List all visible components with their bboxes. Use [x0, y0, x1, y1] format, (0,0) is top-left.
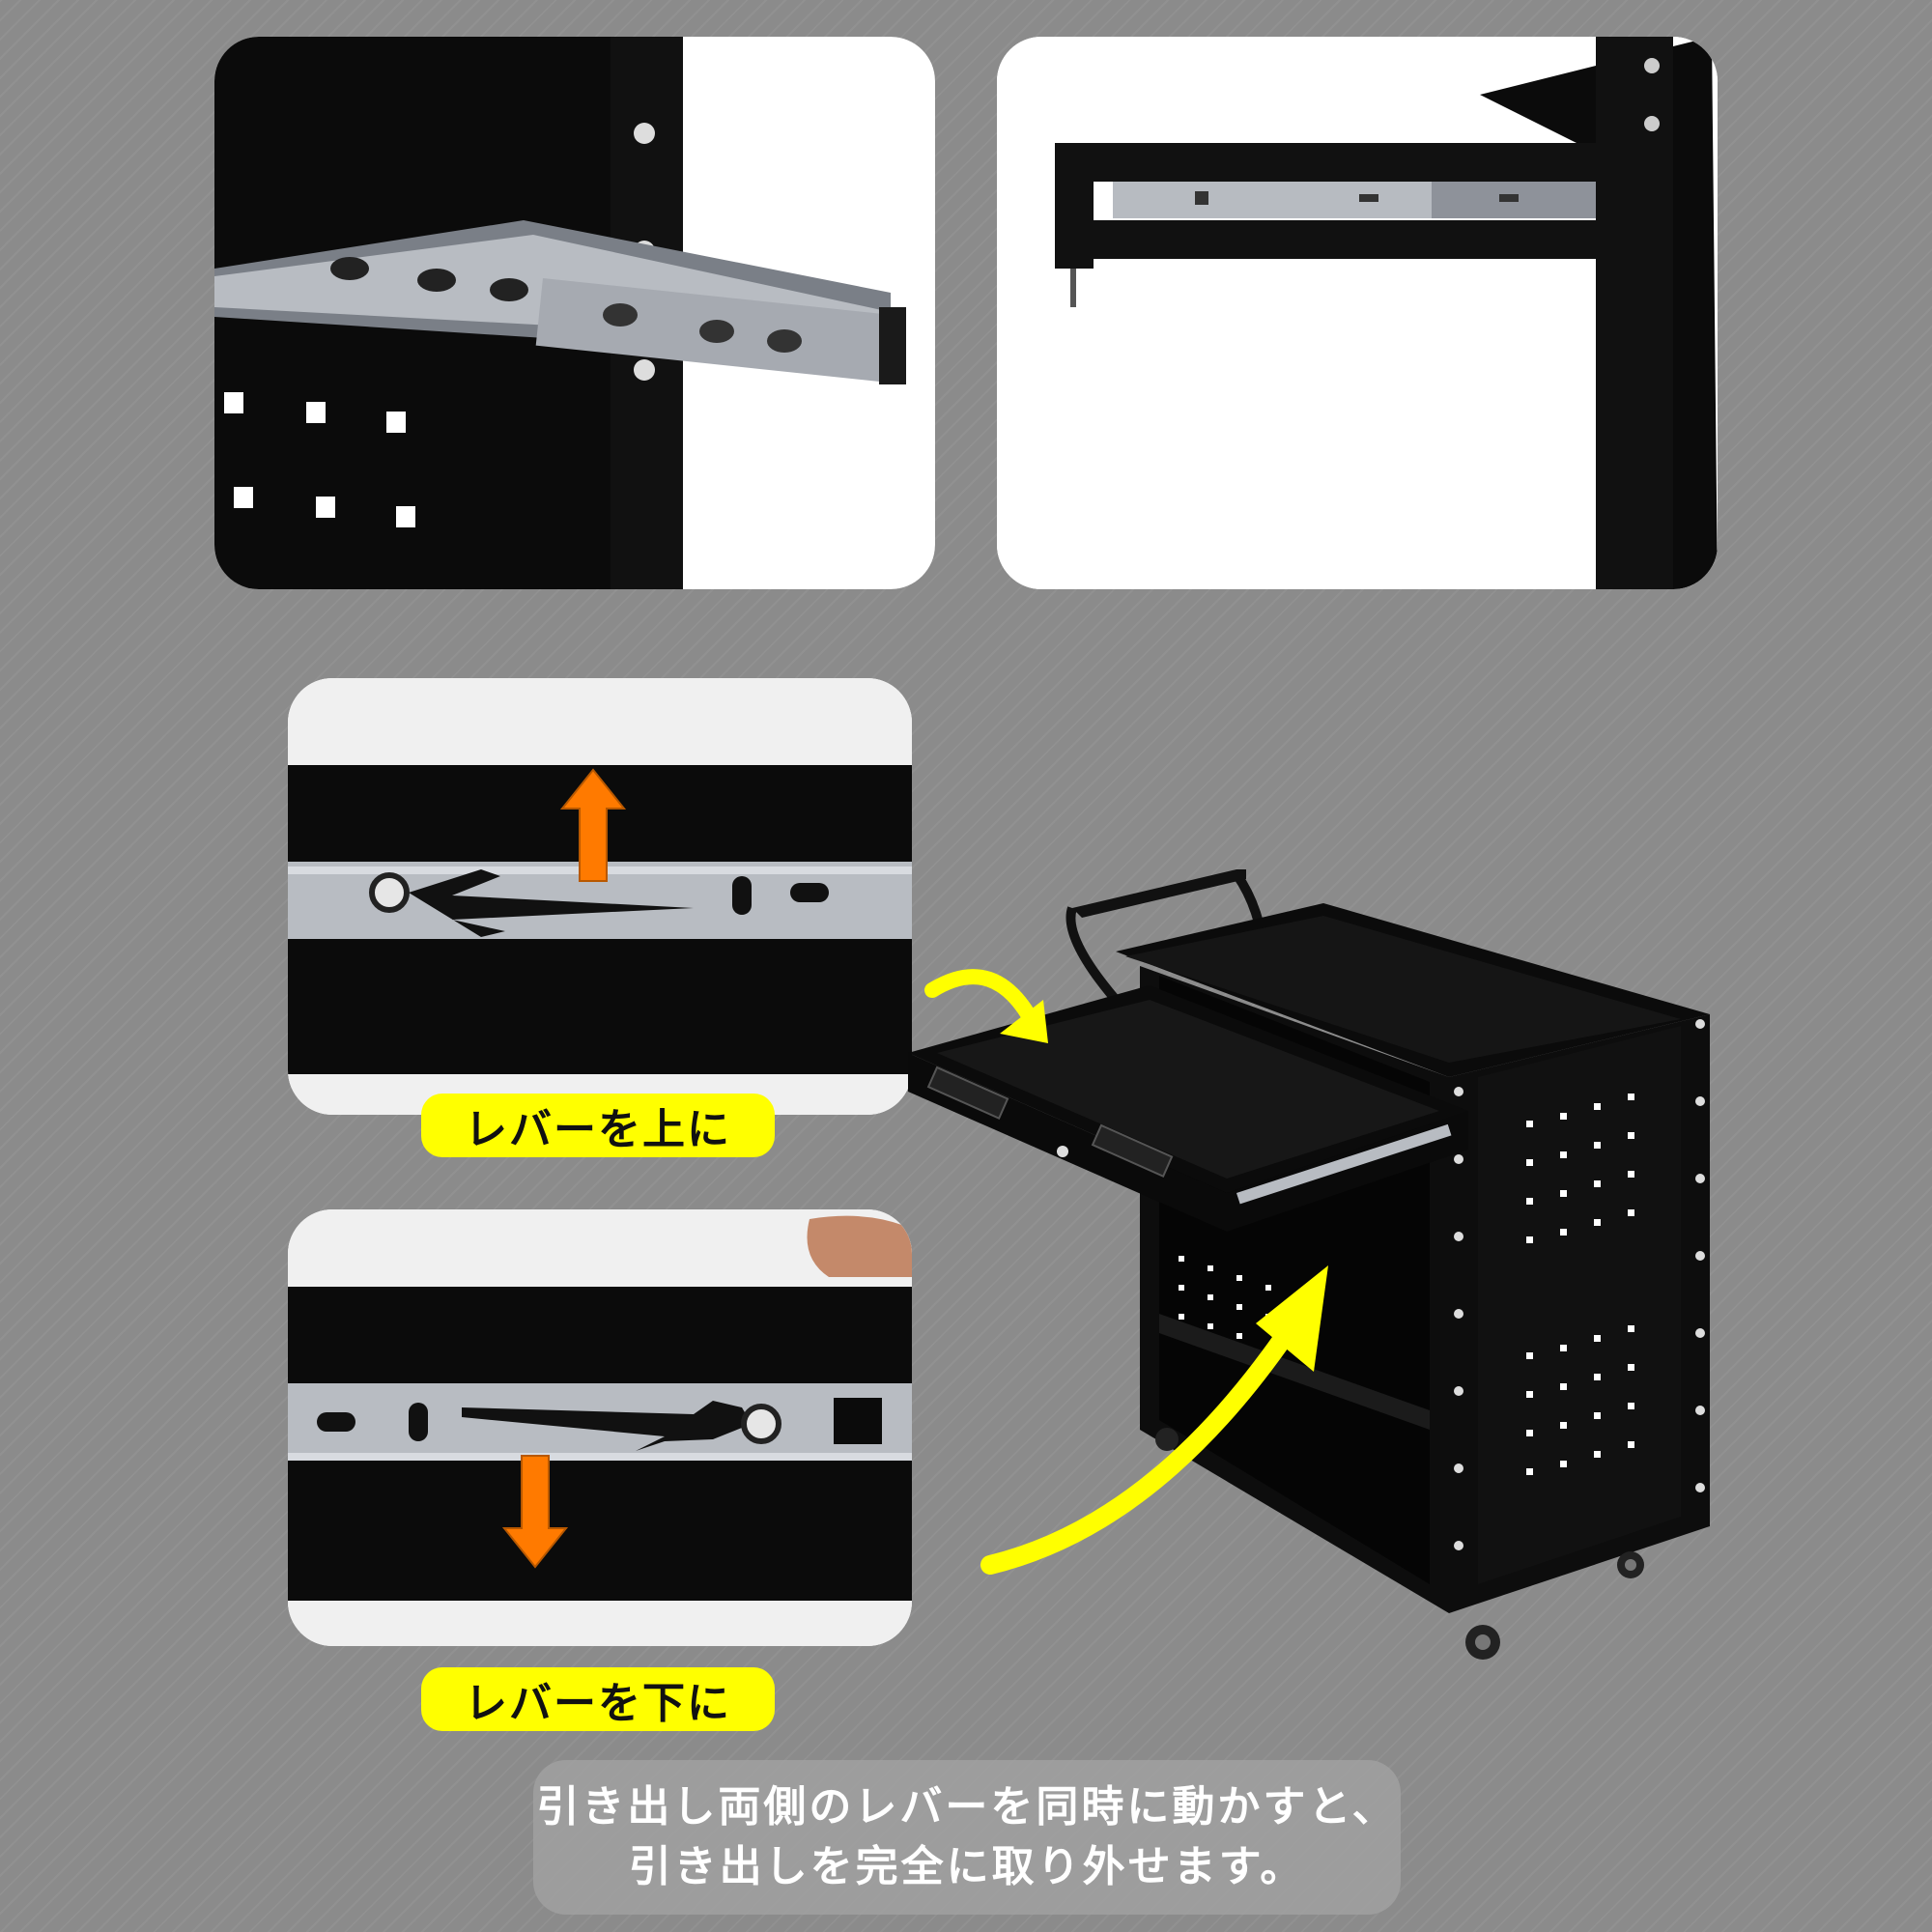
orange-down-arrow-icon	[501, 1455, 569, 1569]
slide-rail-closeup-illustration	[214, 37, 935, 589]
orange-up-arrow-icon	[559, 768, 627, 882]
instruction-caption: 引き出し両側のレバーを同時に動かすと、 引き出しを完全に取り外せます。	[533, 1760, 1401, 1915]
lever-up-illustration	[288, 678, 912, 1115]
tool-cart-illustration	[908, 850, 1719, 1700]
photo-drawer-extended	[997, 37, 1718, 589]
tool-cart-drawing	[908, 869, 1710, 1660]
lever-up-label: レバーを上に	[421, 1094, 775, 1157]
photo-lever-down	[288, 1209, 912, 1646]
drawer-extended-illustration	[997, 37, 1718, 589]
lever-down-label: レバーを下に	[421, 1667, 775, 1731]
lever-down-illustration	[288, 1209, 912, 1646]
caption-line-1: 引き出し両側のレバーを同時に動かすと、	[536, 1782, 1398, 1832]
photo-slide-rail-closeup	[214, 37, 935, 589]
caption-line-2: 引き出しを完全に取り外せます。	[628, 1842, 1306, 1891]
photo-lever-up	[288, 678, 912, 1115]
